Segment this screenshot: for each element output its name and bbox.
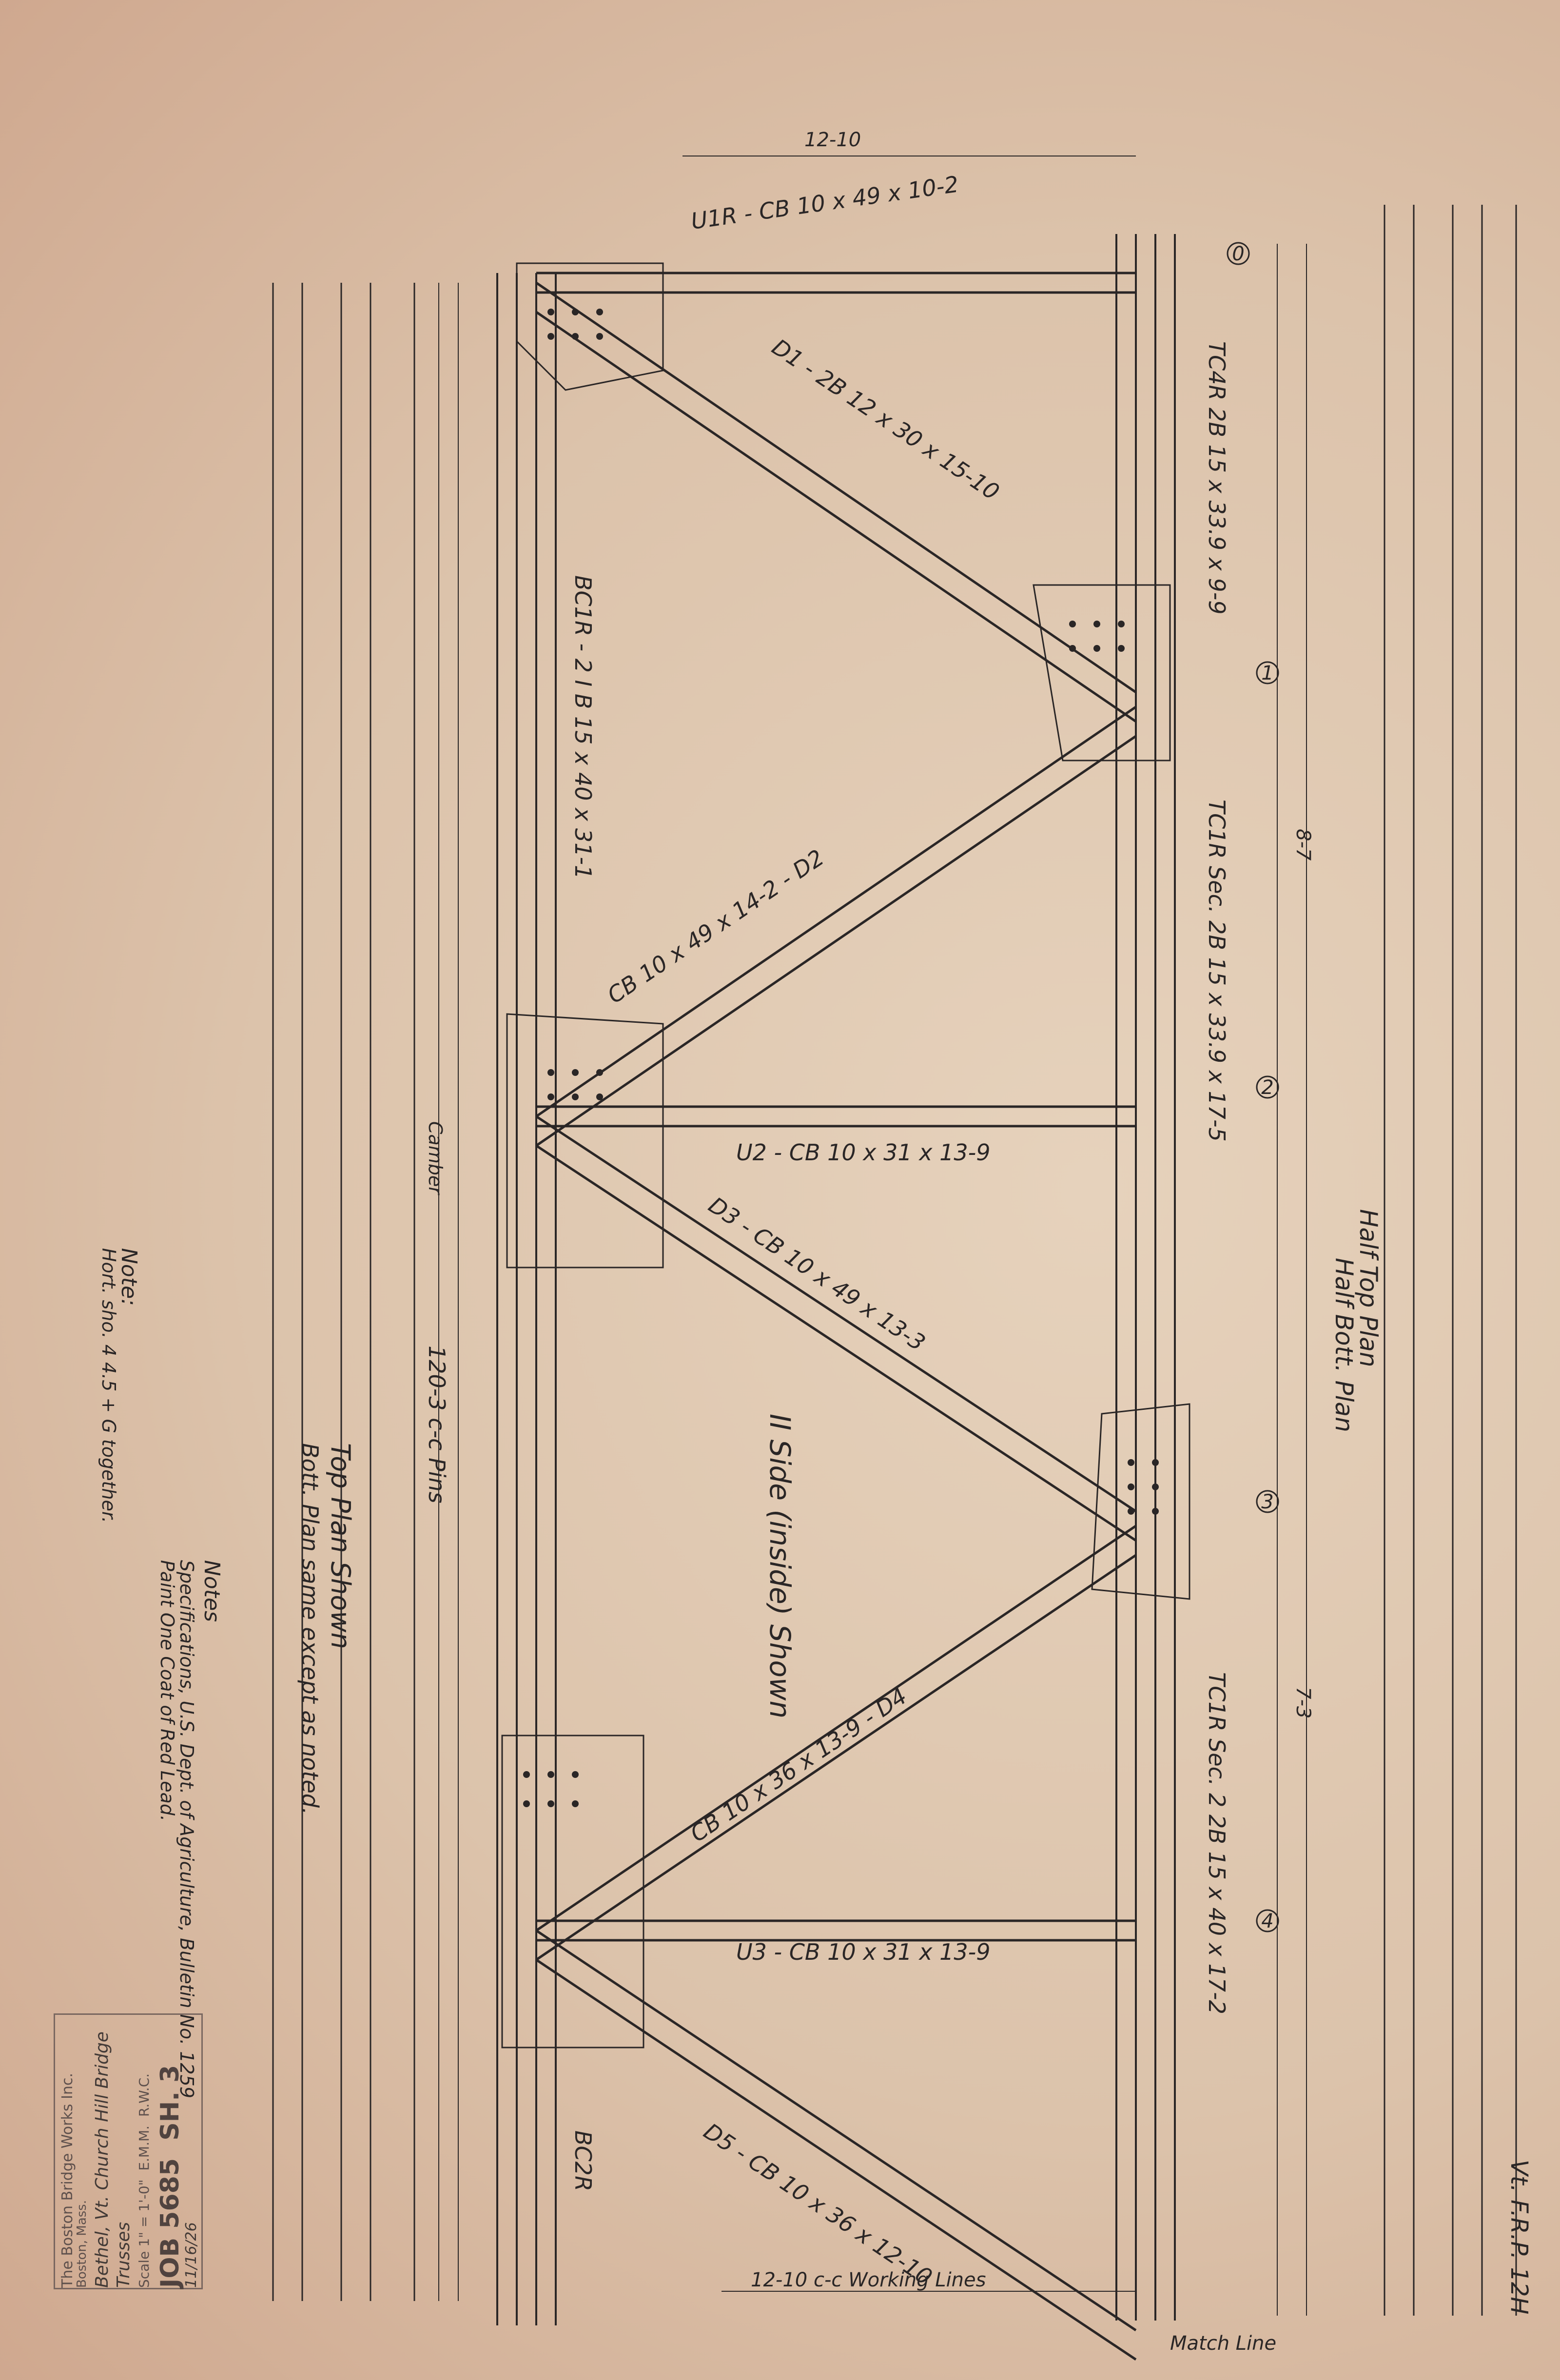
panel-dimension-a: 8-7 [1292, 829, 1314, 861]
truss-verticals [536, 272, 1136, 1942]
dimension-lines [438, 156, 1307, 2316]
scale-value: 1" = 1'-0" [136, 2179, 152, 2247]
drawn-by: E.M.M. [136, 2125, 152, 2171]
top-chord [1115, 234, 1176, 2321]
title-job: JOB 5685 SH. 3 [156, 2015, 185, 2288]
member-d4-label: CB 10 x 36 x 13-9 - D4 [685, 1683, 912, 1847]
half-bott-plan-label: Half Bott. Plan [1330, 1258, 1358, 1432]
job-label: JOB [156, 2237, 185, 2288]
member-bc1-label: BC1R - 2 I B 15 x 40 x 31-1 [570, 575, 596, 879]
member-tc1-label: TC1R Sec. 2B 15 x 33.9 x 17-5 [1204, 800, 1230, 1142]
notes-spec: Specifications, U.S. Dept. of Agricultur… [176, 1560, 197, 2098]
member-d2-label: CB 10 x 49 x 14-2 - D2 [603, 844, 829, 1009]
side-view-label: II Side (inside) Shown [763, 1414, 797, 1718]
notes-paint: Paint One Coat of Red Lead. [156, 1560, 178, 1821]
title-drawing: Trusses [114, 2222, 134, 2288]
rivet-patterns [523, 309, 1159, 1807]
camber-label: Camber [425, 1121, 446, 1195]
title-date: 11/16/26 [183, 2222, 200, 2288]
notes-block: Notes Specifications, U.S. Dept. of Agri… [98, 1248, 224, 2098]
gusset-plates [501, 262, 1190, 2048]
panel-point-markers [1227, 242, 1279, 1932]
title-scale: Scale 1" = 1'-0" E.M.M. R.W.C. [136, 2015, 152, 2288]
panel-point-0: 0 [1232, 243, 1244, 265]
panel-point-3: 3 [1261, 1491, 1273, 1513]
panel-dimension-b: 7-3 [1292, 1687, 1314, 1718]
half-top-plan-label: Half Top Plan [1354, 1209, 1383, 1367]
member-tc4-label: TC4R 2B 15 x 33.9 x 9-9 [1204, 341, 1230, 615]
half-plan-view [1384, 205, 1517, 2316]
member-bc2-label: BC2R [570, 2130, 596, 2191]
pins-dimension-label: 120-3 c-c Pins [424, 1346, 450, 1503]
member-labels: U1R - CB 10 x 49 x 10-2 D1 - 2B 12 x 30 … [570, 171, 1230, 2290]
title-company-city: Boston, Mass. [75, 2200, 89, 2288]
notes-heading: Notes [199, 1560, 224, 1622]
short-note-text: Hort. sho. 4 4.5 + G together. [98, 1248, 119, 1523]
member-tc1b-label: TC1R Sec. 2 2B 15 x 40 x 17-2 [1204, 1672, 1230, 2014]
sheet-label: SH. [156, 2091, 185, 2141]
member-u3-label: U3 - CB 10 x 31 x 13-9 [736, 1939, 990, 1965]
panel-point-4: 4 [1261, 1910, 1273, 1932]
short-note-heading: Note: [117, 1248, 141, 1306]
corner-label: Vt. F.R.P. 12H [1505, 2160, 1533, 2314]
title-project: Bethel, Vt. Church Hill Bridge [92, 2031, 112, 2288]
bott-plan-label: Bott. Plan same except as noted. [297, 1443, 323, 1815]
sheet-number: 3 [156, 2065, 185, 2083]
panel-point-2: 2 [1261, 1076, 1273, 1099]
panel-point-1: 1 [1261, 662, 1273, 684]
bottom-chord [496, 273, 557, 2325]
top-plan-label: Top Plan Shown [325, 1443, 356, 1649]
checked-by: R.W.C. [136, 2073, 152, 2117]
member-u2-label: U2 - CB 10 x 31 x 13-9 [736, 1139, 990, 1166]
truss-diagonals [535, 281, 1137, 2361]
title-block: The Boston Bridge Works Inc. Boston, Mas… [54, 2013, 203, 2289]
working-lines-label: 12-10 c-c Working Lines [751, 2269, 986, 2291]
match-line-label: Match Line [1170, 2332, 1276, 2355]
view-labels: II Side (inside) Shown Top Plan Shown Bo… [297, 1121, 1533, 2355]
member-d1-label: D1 - 2B 12 x 30 x 15-10 [767, 333, 1004, 505]
dimension-labels: 12-10 8-7 7-3 [804, 129, 1314, 1718]
job-number: 5685 [156, 2158, 185, 2229]
panel-point-numbers: 0 1 2 3 4 [1232, 243, 1273, 1932]
scale-label: Scale [136, 2251, 152, 2288]
spacing-dimension: 12-10 [804, 129, 861, 151]
plan-view [272, 283, 415, 2301]
title-company: The Boston Bridge Works Inc. [59, 2073, 76, 2288]
member-u1-label: U1R - CB 10 x 49 x 10-2 [689, 171, 960, 234]
